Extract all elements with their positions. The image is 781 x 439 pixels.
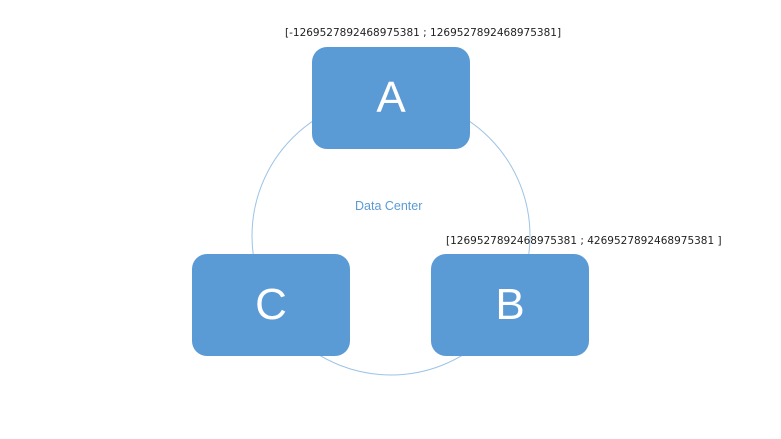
node-c: C (192, 254, 350, 356)
node-b-label: B (495, 280, 525, 329)
node-a-label: A (376, 73, 406, 122)
node-b: B (431, 254, 589, 356)
data-center-label: Data Center (355, 199, 423, 213)
node-a-token-range: [-1269527892468975381 ; 1269527892468975… (285, 27, 562, 39)
node-c-label: C (255, 280, 287, 329)
node-b-token-range: [1269527892468975381 ; 42695278924689753… (446, 235, 722, 247)
node-a: A (312, 47, 470, 149)
